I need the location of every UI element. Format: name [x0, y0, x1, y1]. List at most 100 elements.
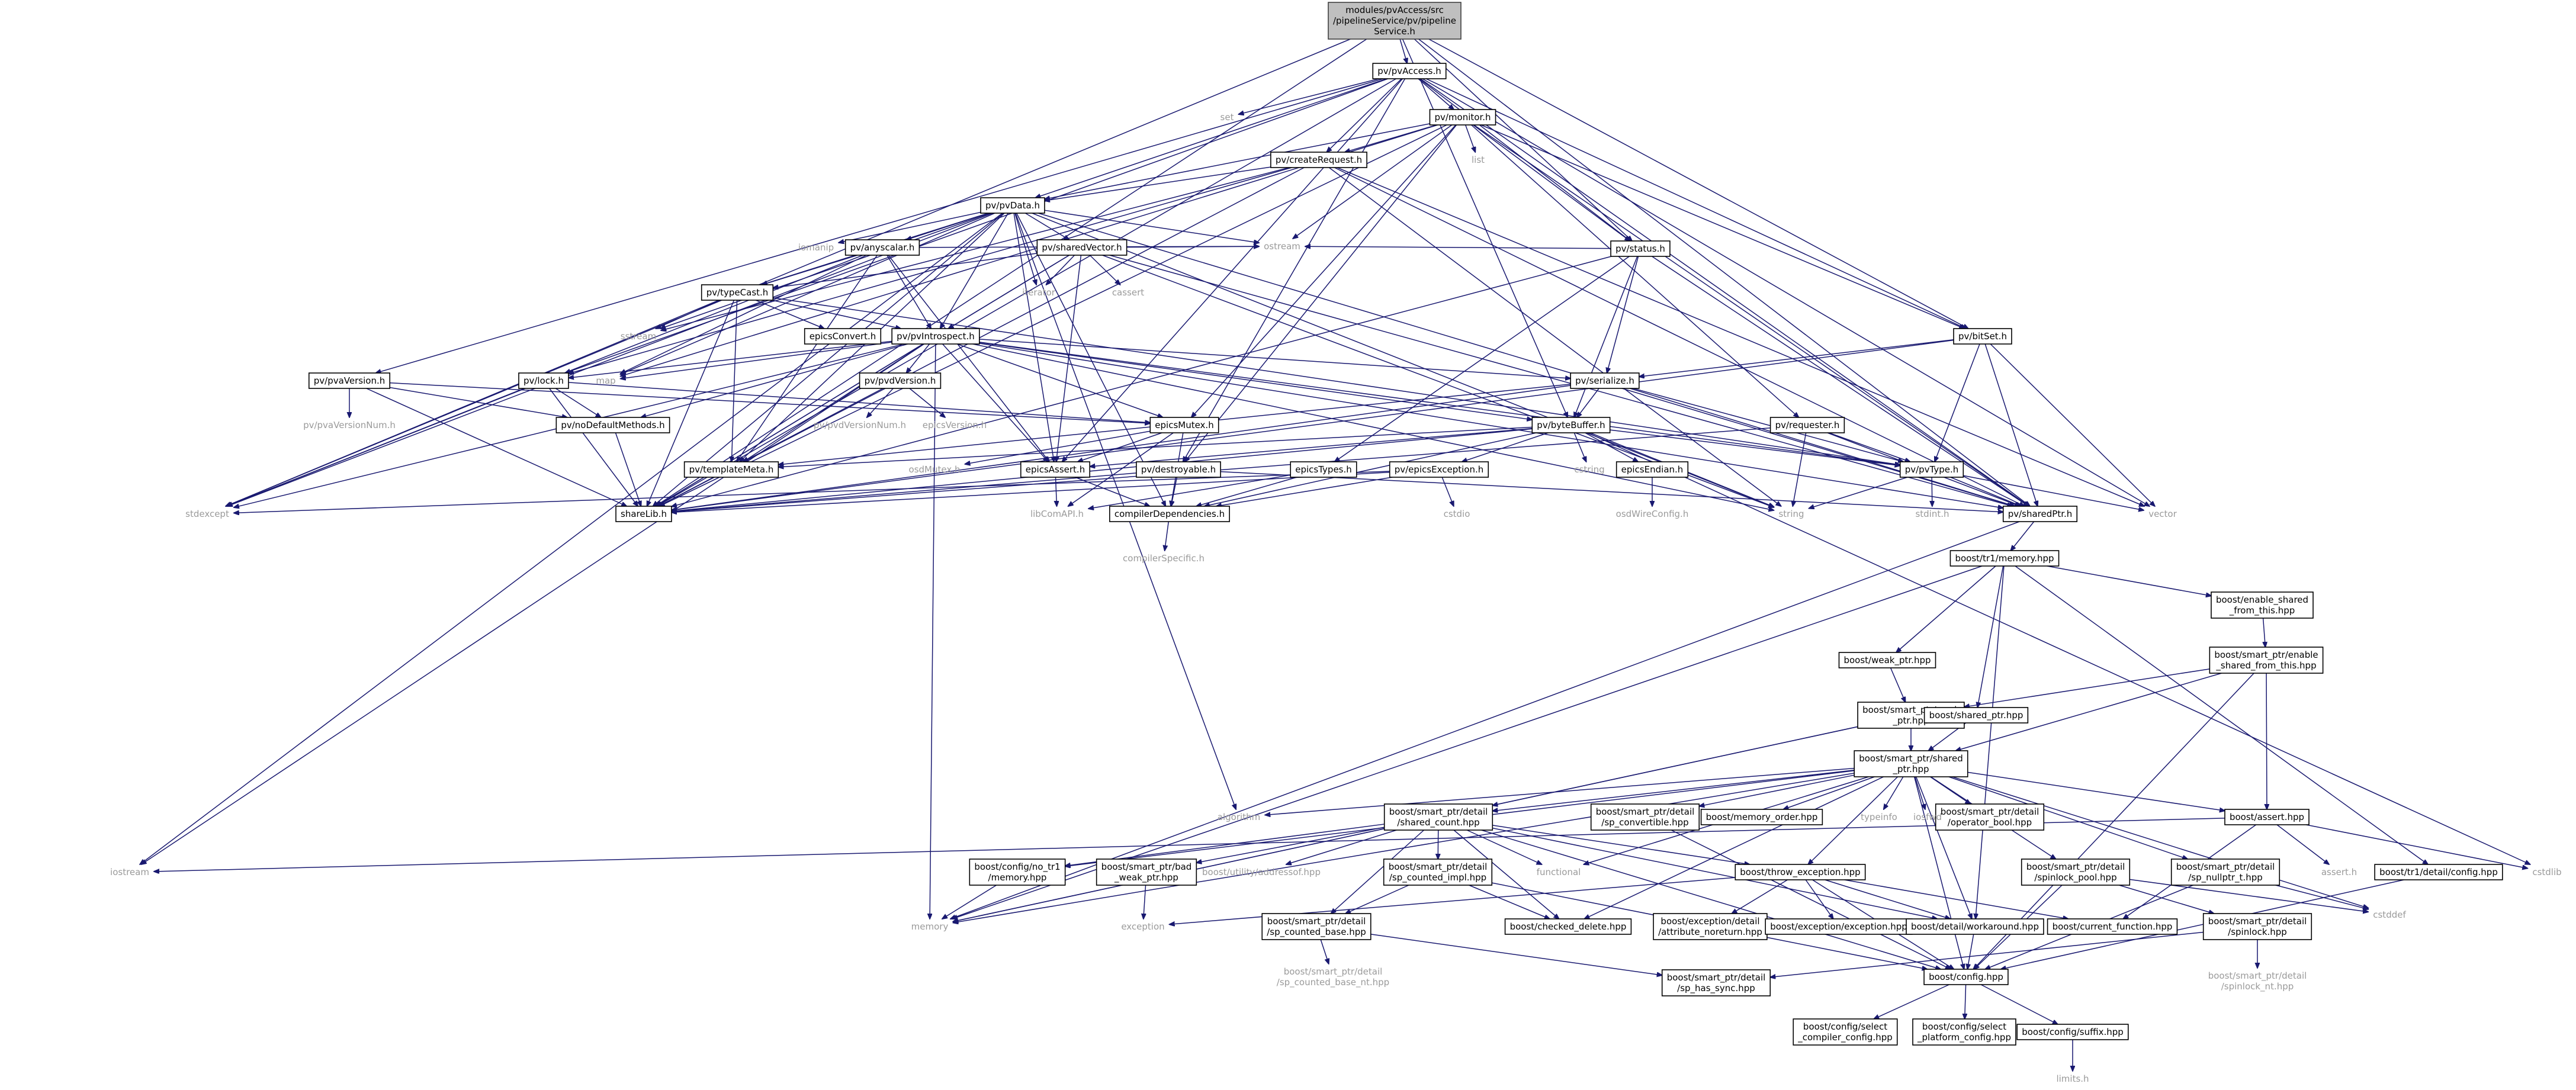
node-label: boost/exception/detail	[1660, 916, 1759, 927]
node-label: pv/serialize.h	[1575, 375, 1634, 386]
node-box	[615, 506, 672, 522]
graph-node-suffix[interactable]: boost/config/suffix.hpp	[2016, 1024, 2129, 1040]
node-label: boost/smart_ptr/detail	[1389, 806, 1488, 818]
graph-node-pvdVersionNum: pv/pvdVersionNum.h	[814, 420, 906, 430]
graph-node-typeCast[interactable]: pv/typeCast.h	[701, 284, 774, 301]
graph-node-epicsAssert[interactable]: epicsAssert.h	[1020, 461, 1091, 478]
graph-node-badWeakPtr[interactable]: boost/smart_ptr/bad_weak_ptr.hpp	[1096, 859, 1197, 886]
graph-node-epicsConvert[interactable]: epicsConvert.h	[804, 328, 882, 345]
graph-node-boostConfig[interactable]: boost/config.hpp	[1923, 969, 2009, 985]
graph-node-bitSet[interactable]: pv/bitSet.h	[1953, 328, 2012, 345]
edge-typeCast-to-pvIntrospect	[772, 300, 901, 329]
graph-node-compilerDependencies[interactable]: compilerDependencies.h	[1109, 506, 1230, 522]
node-box	[1912, 1018, 2016, 1046]
graph-node-tr1DetailConfig[interactable]: boost/tr1/detail/config.hpp	[2374, 864, 2503, 880]
edge-epicsException-to-compilerDependencies	[1216, 477, 1393, 506]
graph-node-requester[interactable]: pv/requester.h	[1769, 417, 1845, 433]
graph-node-throwException[interactable]: boost/throw_exception.hpp	[1735, 864, 1866, 880]
graph-node-spinlockPool[interactable]: boost/smart_ptr/detail/spinlock_pool.hpp	[2021, 859, 2131, 886]
graph-node-workaround[interactable]: boost/detail/workaround.hpp	[1906, 918, 2044, 935]
node-box	[1906, 918, 2044, 935]
graph-node-enableShared[interactable]: boost/enable_shared_from_this.hpp	[2211, 591, 2314, 619]
edge-pvAccess-to-epicsAssert	[1062, 78, 1403, 462]
graph-node-destroyable[interactable]: pv/destroyable.h	[1136, 461, 1221, 478]
graph-node-attrNoreturn[interactable]: boost/exception/detail/attribute_noretur…	[1653, 913, 1768, 940]
graph-node-templateMeta[interactable]: pv/templateMeta.h	[683, 461, 779, 478]
graph-node-spSharedCount[interactable]: boost/smart_ptr/detail/shared_count.hpp	[1383, 803, 1493, 831]
node-box	[1531, 417, 1611, 433]
graph-node-status[interactable]: pv/status.h	[1610, 240, 1671, 257]
graph-node-spEnableShared[interactable]: boost/smart_ptr/enable_shared_from_this.…	[2209, 647, 2324, 674]
graph-node-boostAssert[interactable]: boost/assert.hpp	[2224, 809, 2310, 825]
node-box	[1290, 461, 1357, 478]
node-label: pv/destroyable.h	[1141, 464, 1216, 475]
edge-trMemory-to-workaround	[1976, 565, 2005, 919]
edge-tr1DetailConfig-to-boostConfig	[2001, 879, 2404, 969]
graph-node-pvIntrospect[interactable]: pv/pvIntrospect.h	[891, 328, 980, 345]
graph-node-pvType[interactable]: pv/pvType.h	[1899, 461, 1964, 478]
graph-node-weakPtr[interactable]: boost/weak_ptr.hpp	[1838, 652, 1936, 668]
node-label: modules/pvAccess/src	[1345, 5, 1444, 15]
graph-node-spSharedPtr[interactable]: boost/smart_ptr/shared_ptr.hpp	[1854, 750, 1968, 777]
edge-pvIntrospect-to-epicsMutex	[957, 343, 1162, 417]
graph-node-serialize[interactable]: pv/serialize.h	[1570, 372, 1640, 389]
node-label: /attribute_noreturn.hpp	[1658, 927, 1762, 938]
graph-node-pvAccess[interactable]: pv/pvAccess.h	[1372, 63, 1447, 79]
graph-node-spCountedImpl[interactable]: boost/smart_ptr/detail/sp_counted_impl.h…	[1383, 859, 1493, 886]
edge-root-to-sharedPtr	[1418, 38, 2030, 506]
graph-node-lock[interactable]: pv/lock.h	[518, 372, 569, 389]
graph-node-pvaVersion[interactable]: pv/pvaVersion.h	[308, 372, 391, 389]
graph-node-trMemory[interactable]: boost/tr1/memory.hpp	[1949, 550, 2060, 567]
node-label: _shared_from_this.hpp	[2215, 660, 2316, 671]
graph-node-operatorBool[interactable]: boost/smart_ptr/detail/operator_bool.hpp	[1935, 803, 2045, 831]
graph-node-anyscalar[interactable]: pv/anyscalar.h	[844, 239, 920, 256]
graph-node-monitor[interactable]: pv/monitor.h	[1429, 109, 1496, 126]
edge-sharedVector-to-ostream	[1126, 246, 1260, 247]
graph-node-createRequest[interactable]: pv/createRequest.h	[1270, 152, 1367, 168]
node-label: cassert	[1112, 287, 1144, 298]
edge-spSharedPtr-to-boostAssert	[1967, 771, 2225, 811]
edge-weakPtr-to-spWeakPtr	[1890, 667, 1906, 702]
graph-node-epicsTypes[interactable]: epicsTypes.h	[1290, 461, 1357, 478]
edge-pvdVersion-to-shareLib	[659, 388, 886, 506]
graph-node-byteBuffer[interactable]: pv/byteBuffer.h	[1531, 417, 1611, 433]
graph-node-noDefaultMethods[interactable]: pv/noDefaultMethods.h	[555, 417, 670, 433]
graph-node-spConvertible[interactable]: boost/smart_ptr/detail/sp_convertible.hp…	[1590, 803, 1700, 831]
graph-node-sharedVector[interactable]: pv/sharedVector.h	[1036, 239, 1128, 256]
node-label: boost/smart_ptr/detail	[1389, 861, 1488, 873]
graph-node-checkedDelete[interactable]: boost/checked_delete.hpp	[1504, 918, 1632, 935]
node-box	[2211, 591, 2314, 619]
node-box	[555, 417, 670, 433]
graph-node-spinlock[interactable]: boost/smart_ptr/detail/spinlock.hpp	[2202, 913, 2312, 940]
graph-node-currentFunction[interactable]: boost/current_function.hpp	[2047, 918, 2178, 935]
edge-pvdVersion-to-epicsVersion	[909, 388, 945, 417]
node-label: pv/typeCast.h	[706, 287, 769, 298]
edge-spSharedCount-to-checkedDelete	[1453, 829, 1559, 919]
graph-node-selectPlatform[interactable]: boost/config/select_platform_config.hpp	[1912, 1018, 2016, 1046]
graph-node-sharedPtrHpp[interactable]: boost/shared_ptr.hpp	[1923, 707, 2029, 724]
edge-serialize-to-shareLib	[672, 385, 1571, 510]
graph-node-memoryOrder[interactable]: boost/memory_order.hpp	[1700, 809, 1823, 825]
graph-node-pvdVersion[interactable]: pv/pvdVersion.h	[859, 372, 942, 389]
graph-node-exceptionHpp[interactable]: boost/exception/exception.hpp	[1765, 918, 1913, 935]
node-label: /memory.hpp	[988, 872, 1047, 883]
node-label: iomanip	[798, 242, 834, 253]
graph-node-root[interactable]: modules/pvAccess/src/pipelineService/pv/…	[1328, 2, 1462, 40]
graph-node-shareLib[interactable]: shareLib.h	[615, 506, 672, 522]
graph-node-spCountedBase[interactable]: boost/smart_ptr/detail/sp_counted_base.h…	[1261, 913, 1371, 940]
graph-node-epicsException[interactable]: pv/epicsException.h	[1389, 461, 1489, 478]
node-box	[1149, 417, 1219, 433]
graph-node-spNullptr[interactable]: boost/smart_ptr/detail/sp_nullptr_t.hpp	[2170, 859, 2281, 886]
graph-node-epicsEndian[interactable]: epicsEndian.h	[1615, 461, 1689, 478]
graph-node-selectCompiler[interactable]: boost/config/select_compiler_config.hpp	[1793, 1018, 1898, 1046]
graph-node-spHasSync[interactable]: boost/smart_ptr/detail/sp_has_sync.hpp	[1661, 969, 1771, 996]
node-label: /sp_has_sync.hpp	[1677, 983, 1755, 994]
graph-node-epicsMutex[interactable]: epicsMutex.h	[1149, 417, 1219, 433]
graph-node-sharedPtr[interactable]: pv/sharedPtr.h	[2002, 506, 2078, 522]
edge-throwException-to-workaround	[1825, 879, 1951, 919]
edge-root-to-byteBuffer	[1402, 38, 1568, 417]
graph-node-pvData[interactable]: pv/pvData.h	[980, 197, 1045, 214]
graph-node-noTr1Memory[interactable]: boost/config/no_tr1/memory.hpp	[969, 859, 1066, 886]
edge-monitor-to-list	[1464, 124, 1476, 152]
edge-anyscalar-to-typeCast	[762, 255, 858, 285]
